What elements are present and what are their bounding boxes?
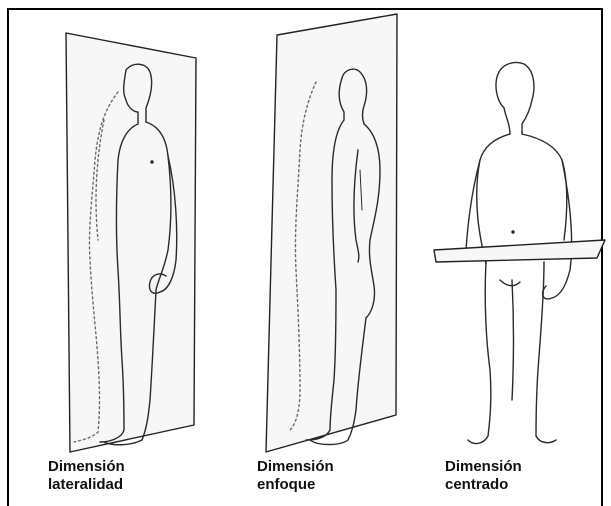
caption-enfoque: Dimensión enfoque [257,458,387,494]
transverse-plane [434,240,605,262]
head-outline [496,62,534,134]
caption-line-1: Dimensión [445,458,575,476]
torso-outline [477,134,510,264]
caption-centrado: Dimensión centrado [445,458,575,494]
transverse-plane-figure [434,62,605,443]
caption-line-2: enfoque [257,476,387,494]
coronal-plane [266,14,397,452]
caption-line-1: Dimensión [48,458,178,476]
coronal-plane-figure [266,14,397,452]
caption-line-2: centrado [445,476,575,494]
caption-line-2: lateralidad [48,476,178,494]
caption-lateralidad: Dimensión lateralidad [48,458,178,494]
caption-line-1: Dimensión [257,458,387,476]
sagittal-plane-figure [66,33,196,452]
